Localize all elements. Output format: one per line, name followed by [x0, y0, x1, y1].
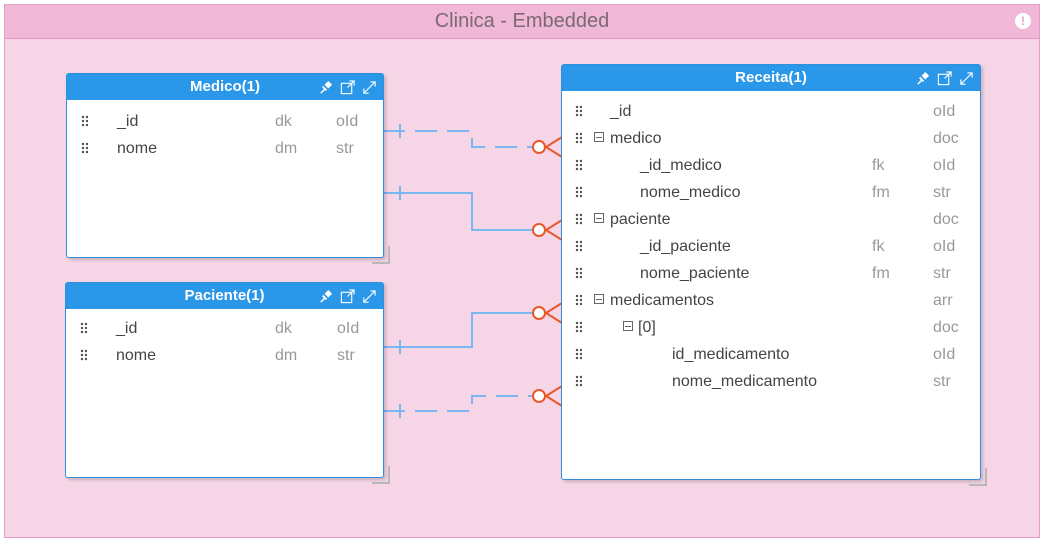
drag-handle-icon[interactable] — [575, 348, 582, 360]
field-type: str — [933, 373, 951, 390]
drag-handle-icon[interactable] — [575, 132, 582, 144]
drag-handle-icon[interactable] — [81, 115, 88, 127]
collapse-toggle-icon[interactable] — [594, 294, 604, 304]
field-row[interactable]: nome dm str — [67, 135, 383, 162]
container-title: Clinica - Embedded — [434, 10, 610, 32]
field-type: str — [933, 265, 951, 282]
field-key: dk — [275, 320, 292, 337]
entity-header[interactable]: Receita(1) — [562, 65, 980, 91]
field-key: dk — [275, 113, 292, 130]
field-row[interactable]: nome dm str — [66, 342, 383, 369]
entity-title: Paciente(1) — [184, 287, 265, 304]
pin-icon[interactable] — [318, 80, 333, 95]
field-row[interactable]: _id_medico fk oId — [562, 152, 980, 179]
open-window-icon[interactable] — [937, 70, 952, 86]
field-type: str — [336, 140, 354, 157]
field-row[interactable]: paciente doc — [562, 206, 980, 233]
field-row[interactable]: [0] doc — [562, 314, 980, 341]
expand-icon[interactable] — [959, 71, 974, 86]
field-key: fm — [872, 265, 890, 282]
field-name: id_medicamento — [672, 346, 790, 363]
field-name: nome_medicamento — [672, 373, 817, 390]
field-key: fk — [872, 157, 885, 174]
entity-title: Medico(1) — [189, 78, 260, 95]
field-type: doc — [933, 211, 959, 228]
field-type: oId — [933, 157, 956, 174]
field-name: nome — [117, 140, 158, 157]
expand-icon[interactable] — [362, 289, 377, 304]
resize-handle[interactable] — [372, 246, 390, 264]
entity-header[interactable]: Medico(1) — [67, 74, 383, 100]
field-key: dm — [275, 140, 298, 157]
drag-handle-icon[interactable] — [575, 267, 582, 279]
field-row[interactable]: medico doc — [562, 125, 980, 152]
collapse-toggle-icon[interactable] — [594, 132, 604, 142]
field-name: [0] — [638, 319, 656, 336]
field-row[interactable]: nome_medico fm str — [562, 179, 980, 206]
pin-icon[interactable] — [318, 289, 333, 304]
field-name: medico — [610, 130, 662, 147]
field-row[interactable]: _id_paciente fk oId — [562, 233, 980, 260]
field-name: nome_paciente — [640, 265, 750, 282]
drag-handle-icon[interactable] — [575, 294, 582, 306]
field-name: nome — [116, 347, 157, 364]
field-type: oId — [933, 346, 956, 363]
field-name: _id — [116, 320, 138, 337]
entity-header[interactable]: Paciente(1) — [66, 283, 383, 309]
drag-handle-icon[interactable] — [575, 240, 582, 252]
field-key: fk — [872, 238, 885, 255]
expand-icon[interactable] — [362, 80, 377, 95]
field-name: _id — [117, 113, 139, 130]
field-type: oId — [336, 113, 359, 130]
field-name: _id — [610, 103, 632, 120]
field-type: oId — [933, 238, 956, 255]
field-name: nome_medico — [640, 184, 741, 201]
field-row[interactable]: nome_paciente fm str — [562, 260, 980, 287]
field-type: doc — [933, 130, 959, 147]
drag-handle-icon[interactable] — [575, 186, 582, 198]
field-name: paciente — [610, 211, 671, 228]
entity-medico[interactable]: Medico(1) _id dk oId nome dm str — [66, 73, 390, 264]
field-name: medicamentos — [610, 292, 715, 309]
drag-handle-icon[interactable] — [575, 159, 582, 171]
container-header[interactable]: Clinica - Embedded ! — [5, 5, 1039, 39]
field-row[interactable]: id_medicamento oId — [562, 341, 980, 368]
field-row[interactable]: _id dk oId — [67, 108, 383, 135]
drag-handle-icon[interactable] — [81, 142, 88, 154]
open-window-icon[interactable] — [340, 288, 355, 304]
field-row[interactable]: _id oId — [562, 98, 980, 125]
field-type: oId — [337, 320, 360, 337]
resize-handle[interactable] — [969, 468, 987, 486]
field-type: doc — [933, 319, 959, 336]
drag-handle-icon[interactable] — [575, 321, 582, 333]
field-row[interactable]: medicamentos arr — [562, 287, 980, 314]
drag-handle-icon[interactable] — [575, 105, 582, 117]
entity-title: Receita(1) — [735, 69, 807, 86]
field-row[interactable]: _id dk oId — [66, 315, 383, 342]
field-name: _id_paciente — [640, 238, 731, 255]
collapse-toggle-icon[interactable] — [623, 321, 633, 331]
drag-handle-icon[interactable] — [80, 322, 87, 334]
entity-paciente[interactable]: Paciente(1) _id dk oId nome dm str — [65, 282, 390, 484]
open-window-icon[interactable] — [340, 79, 355, 95]
field-type: str — [933, 184, 951, 201]
field-type: str — [337, 347, 355, 364]
field-type: arr — [933, 292, 953, 309]
drag-handle-icon[interactable] — [575, 213, 582, 225]
entity-receita[interactable]: Receita(1) _id oId medico doc _id_medico… — [561, 64, 987, 486]
field-key: fm — [872, 184, 890, 201]
resize-handle[interactable] — [372, 466, 390, 484]
field-type: oId — [933, 103, 956, 120]
field-row[interactable]: nome_medicamento str — [562, 368, 980, 395]
drag-handle-icon[interactable] — [575, 375, 582, 387]
field-name: _id_medico — [640, 157, 722, 174]
field-key: dm — [275, 347, 298, 364]
drag-handle-icon[interactable] — [80, 349, 87, 361]
warning-icon[interactable]: ! — [1015, 13, 1031, 29]
collapse-toggle-icon[interactable] — [594, 213, 604, 223]
pin-icon[interactable] — [915, 71, 930, 86]
